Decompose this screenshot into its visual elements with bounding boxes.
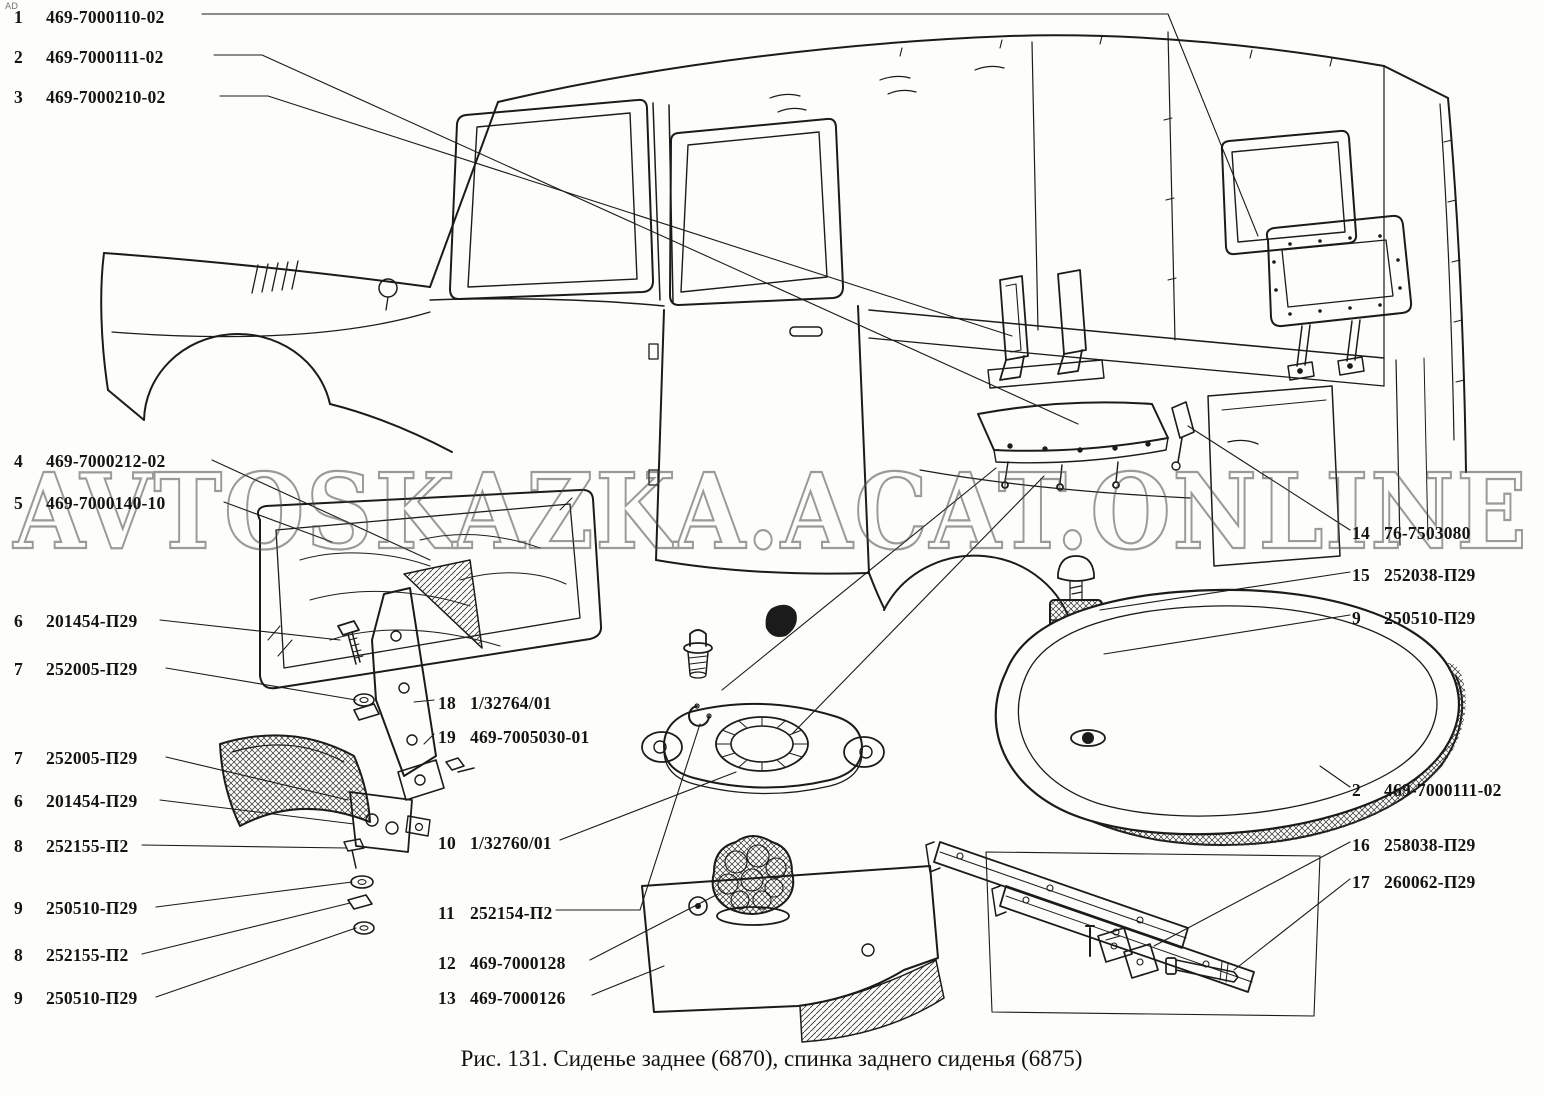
center-parts: [641, 629, 945, 1043]
callout-number: 18: [438, 693, 456, 713]
corner-mark: AD: [5, 2, 19, 12]
part-callout: 7 252005-П29: [14, 660, 137, 679]
part-number: 201454-П29: [46, 791, 138, 811]
figure-caption: Рис. 131. Сиденье заднее (6870), спинка …: [460, 1046, 1083, 1071]
vehicle-body: [100, 31, 1467, 655]
part-number: 250510-П29: [46, 898, 138, 918]
part-number: 469-7000111-02: [46, 47, 164, 67]
leader-lines: [141, 13, 1351, 998]
part-callout: 17 260062-П29: [1352, 873, 1475, 892]
part-number: 469-7005030-01: [470, 727, 590, 747]
part-callout: 11 252154-П2: [438, 904, 553, 923]
callout-number: 8: [14, 836, 23, 856]
part-callout: 4 469-7000212-02: [14, 452, 165, 471]
callout-number: 1: [14, 7, 23, 27]
callout-number: 13: [438, 988, 456, 1008]
part-callout: 2 469-7000111-02: [14, 48, 164, 67]
part-callout: 7 252005-П29: [14, 749, 137, 768]
part-number: 252005-П29: [46, 659, 138, 679]
part-number: 252155-П2: [46, 945, 129, 965]
callout-number: 4: [14, 451, 23, 471]
part-callout: 10 1/32760/01: [438, 834, 552, 853]
callout-number: 6: [14, 791, 23, 811]
callout-number: 9: [14, 898, 23, 918]
part-callout: 8 252155-П2: [14, 837, 129, 856]
callout-number: 10: [438, 833, 456, 853]
callout-number: 11: [438, 903, 455, 923]
callout-number: 7: [14, 659, 23, 679]
part-callout: 13 469-7000126: [438, 989, 566, 1008]
part-number: 252038-П29: [1384, 565, 1476, 585]
callout-number: 6: [14, 611, 23, 631]
part-callout: 18 1/32764/01: [438, 694, 552, 713]
part-number: 76-7503080: [1384, 523, 1471, 543]
watermark: AVTOSKAZKA.ACAT.ONLINE: [13, 450, 1529, 573]
part-number: 469-7000110-02: [46, 7, 165, 27]
part-callout: 1 469-7000110-02: [14, 8, 165, 27]
part-number: 469-7000140-10: [46, 493, 166, 513]
callout-number: 19: [438, 727, 456, 747]
part-callout: 2 469-7000111-02: [1352, 781, 1502, 800]
callout-number: 7: [14, 748, 23, 768]
part-number: 469-7000212-02: [46, 451, 166, 471]
part-number: 1/32764/01: [470, 693, 552, 713]
part-number: 469-7000210-02: [46, 87, 166, 107]
callout-number: 14: [1352, 523, 1370, 543]
callout-number: 17: [1352, 872, 1370, 892]
part-callout: 16 258038-П29: [1352, 836, 1475, 855]
callout-number: 16: [1352, 835, 1370, 855]
part-number: 258038-П29: [1384, 835, 1476, 855]
callout-number: 8: [14, 945, 23, 965]
part-callout: 9 250510-П29: [14, 899, 137, 918]
part-number: 1/32760/01: [470, 833, 552, 853]
part-callout: 3 469-7000210-02: [14, 88, 165, 107]
part-callout: 5 469-7000140-10: [14, 494, 165, 513]
part-number: 469-7000126: [470, 988, 566, 1008]
part-number: 252005-П29: [46, 748, 138, 768]
part-callout: 9 250510-П29: [1352, 609, 1475, 628]
part-number: 469-7000128: [470, 953, 566, 973]
callout-number: 12: [438, 953, 456, 973]
part-callout: 14 76-7503080: [1352, 524, 1471, 543]
part-number: 260062-П29: [1384, 872, 1476, 892]
part-callout: 6 201454-П29: [14, 612, 137, 631]
right-parts: [925, 555, 1466, 1017]
callout-number: 5: [14, 493, 23, 513]
bracket-and-hardware-left: [219, 559, 483, 935]
callout-number: 15: [1352, 565, 1370, 585]
callout-number: 9: [1352, 608, 1361, 628]
callout-number: 3: [14, 87, 23, 107]
callout-number: 2: [1352, 780, 1361, 800]
part-callout: 19 469-7005030-01: [438, 728, 589, 747]
part-callout: 9 250510-П29: [14, 989, 137, 1008]
part-number: 252155-П2: [46, 836, 129, 856]
part-number: 252154-П2: [470, 903, 553, 923]
part-callout: 8 252155-П2: [14, 946, 129, 965]
part-callout: 12 469-7000128: [438, 954, 566, 973]
part-callout: 6 201454-П29: [14, 792, 137, 811]
part-number: 469-7000111-02: [1384, 780, 1502, 800]
part-callout: 15 252038-П29: [1352, 566, 1475, 585]
callout-number: 2: [14, 47, 23, 67]
part-number: 250510-П29: [46, 988, 138, 1008]
part-number: 201454-П29: [46, 611, 138, 631]
callout-number: 9: [14, 988, 23, 1008]
part-number: 250510-П29: [1384, 608, 1476, 628]
